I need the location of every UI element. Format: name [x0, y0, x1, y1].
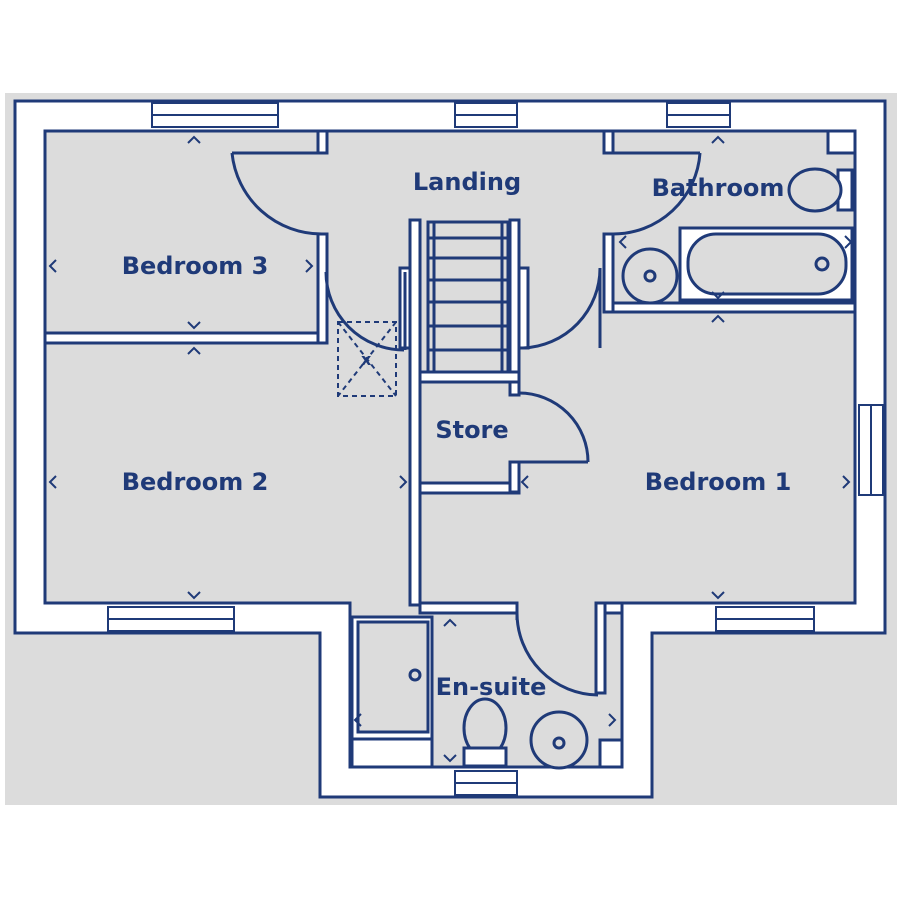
bathroom-basin-icon	[621, 247, 679, 305]
staircase	[426, 220, 510, 374]
interior-walls	[43, 129, 857, 695]
room-label-bedroom2: Bedroom 2	[122, 468, 269, 496]
room-label-bathroom: Bathroom	[652, 174, 785, 202]
room-label-landing: Landing	[413, 168, 521, 196]
doors	[230, 151, 702, 697]
room-label-bedroom3: Bedroom 3	[122, 252, 269, 280]
loft-hatch-mark: x	[361, 350, 372, 369]
room-label-store: Store	[435, 416, 508, 444]
dimension-arrows	[48, 135, 853, 763]
loft-hatch: x	[337, 321, 397, 397]
room-label-bedroom1: Bedroom 1	[645, 468, 792, 496]
bathroom-fixtures	[621, 129, 857, 305]
room-label-ensuite: En-suite	[436, 673, 547, 701]
windows	[107, 102, 884, 796]
ensuite-fixtures	[350, 615, 624, 770]
ensuite-basin-icon	[529, 710, 589, 770]
